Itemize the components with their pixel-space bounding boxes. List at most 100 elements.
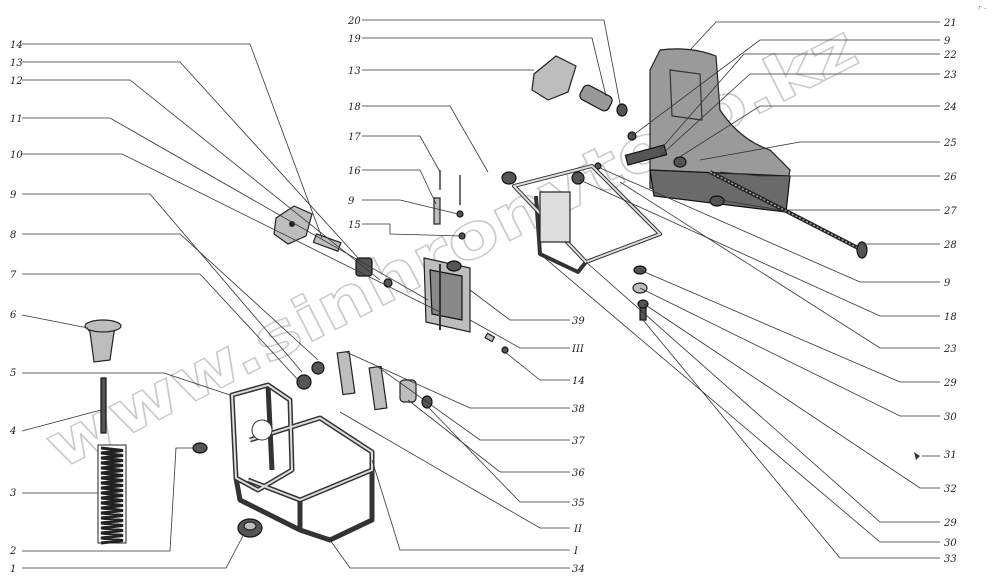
leader-i: [371, 459, 570, 551]
label-8: 8: [10, 230, 16, 241]
label-38: 38: [572, 404, 585, 415]
leader-9-right2: [599, 167, 940, 283]
leader-18-right: [579, 179, 940, 317]
label-1: 1: [10, 564, 16, 575]
leader-18-top: [362, 105, 489, 173]
label-9-right: 9: [944, 36, 951, 47]
label-29-bottom: 29: [943, 518, 957, 529]
leader-36: [407, 399, 570, 473]
label-14-mid: 14: [572, 376, 585, 387]
leader-37: [377, 366, 570, 441]
leader-12: [22, 79, 381, 281]
label-30-bottom: 30: [944, 538, 957, 549]
label-25: 25: [943, 138, 957, 149]
leader-23-right: [619, 181, 940, 349]
leader-22: [659, 53, 940, 151]
leader-14: [22, 43, 323, 239]
leader-16: [362, 169, 437, 205]
leader-14-mid: [504, 351, 570, 381]
leader-21: [689, 21, 940, 51]
leader-10: [22, 153, 441, 313]
label-14: 14: [10, 40, 23, 51]
leader-19: [362, 37, 607, 97]
label-35: 35: [572, 498, 585, 509]
label-7: 7: [10, 270, 17, 281]
label-16: 16: [348, 166, 361, 177]
label-32: 32: [944, 484, 957, 495]
label-6: 6: [10, 310, 17, 321]
label-36: 36: [572, 468, 585, 479]
label-3: 3: [10, 488, 16, 499]
label-10: 10: [10, 150, 23, 161]
label-12: 12: [10, 76, 23, 87]
label-18-right: 18: [944, 312, 957, 323]
leader-29-right: [639, 269, 940, 383]
leader-7: [22, 273, 301, 383]
leader-5: [22, 372, 231, 396]
leader-9-mid: [362, 199, 459, 215]
leader-ii: [339, 411, 570, 529]
leader-20: [362, 19, 621, 105]
leader-2: [22, 447, 193, 552]
label-34: 34: [572, 564, 585, 575]
label-5: 5: [10, 368, 16, 379]
label-29-right: 29: [943, 378, 957, 389]
label-23-right: 23: [943, 344, 957, 355]
leader-30-right: [639, 287, 940, 417]
label-24: 24: [943, 102, 957, 113]
label-13-top: 13: [348, 66, 361, 77]
leader-27: [719, 199, 940, 211]
label-26: 26: [943, 172, 957, 183]
label-39: 39: [572, 316, 585, 327]
leader-35: [426, 405, 570, 503]
leader-8: [22, 233, 319, 361]
leader-39: [469, 289, 570, 321]
corner-mark: r –: [978, 4, 988, 12]
part-rod-28: [709, 170, 868, 259]
label-19: 19: [348, 34, 361, 45]
part-pin-14: [484, 332, 509, 354]
label-22: 22: [943, 50, 957, 61]
part-bushing-1: [237, 518, 263, 538]
leader-1: [22, 533, 245, 569]
label-4: 4: [9, 426, 16, 437]
label-9-mid: 9: [348, 196, 355, 207]
leader-38: [345, 351, 570, 409]
leader-29-bottom: [585, 261, 940, 523]
label-31: 31: [944, 450, 957, 461]
part-pins-16-17: [433, 170, 466, 240]
label-9: 9: [10, 190, 17, 201]
leader-6: [21, 314, 89, 329]
leader-23-top: [659, 73, 940, 157]
part-seat-back-21: [649, 48, 791, 213]
part-flange-13-top: [531, 55, 628, 117]
part-rod-4: [100, 377, 107, 434]
label-21: 21: [943, 18, 957, 29]
leader-17: [362, 135, 441, 173]
label-i: I: [573, 546, 579, 557]
leader-13: [22, 61, 361, 261]
leader-lines: [21, 19, 940, 569]
label-13: 13: [10, 58, 23, 69]
label-layer: 1413121110987654321201913181716915219222…: [9, 16, 957, 575]
leader-4: [21, 409, 102, 432]
label-33: 33: [944, 554, 957, 565]
part-seat-frame: [229, 382, 375, 543]
label-30-right: 30: [944, 412, 957, 423]
leader-24: [677, 105, 940, 159]
leader-32: [643, 303, 940, 489]
watermark-text: www.sinhronvtoro.kz: [34, 10, 869, 484]
part-spring-3: [97, 444, 127, 545]
label-28: 28: [943, 240, 957, 251]
leader-25: [699, 141, 940, 161]
label-23-top: 23: [943, 70, 957, 81]
leader-34: [329, 539, 570, 569]
leader-15: [362, 223, 463, 237]
label-iii: III: [571, 344, 585, 355]
part-nut-2: [192, 442, 208, 454]
label-ii: II: [573, 524, 583, 535]
label-17: 17: [348, 132, 361, 143]
leader-11: [22, 117, 429, 301]
